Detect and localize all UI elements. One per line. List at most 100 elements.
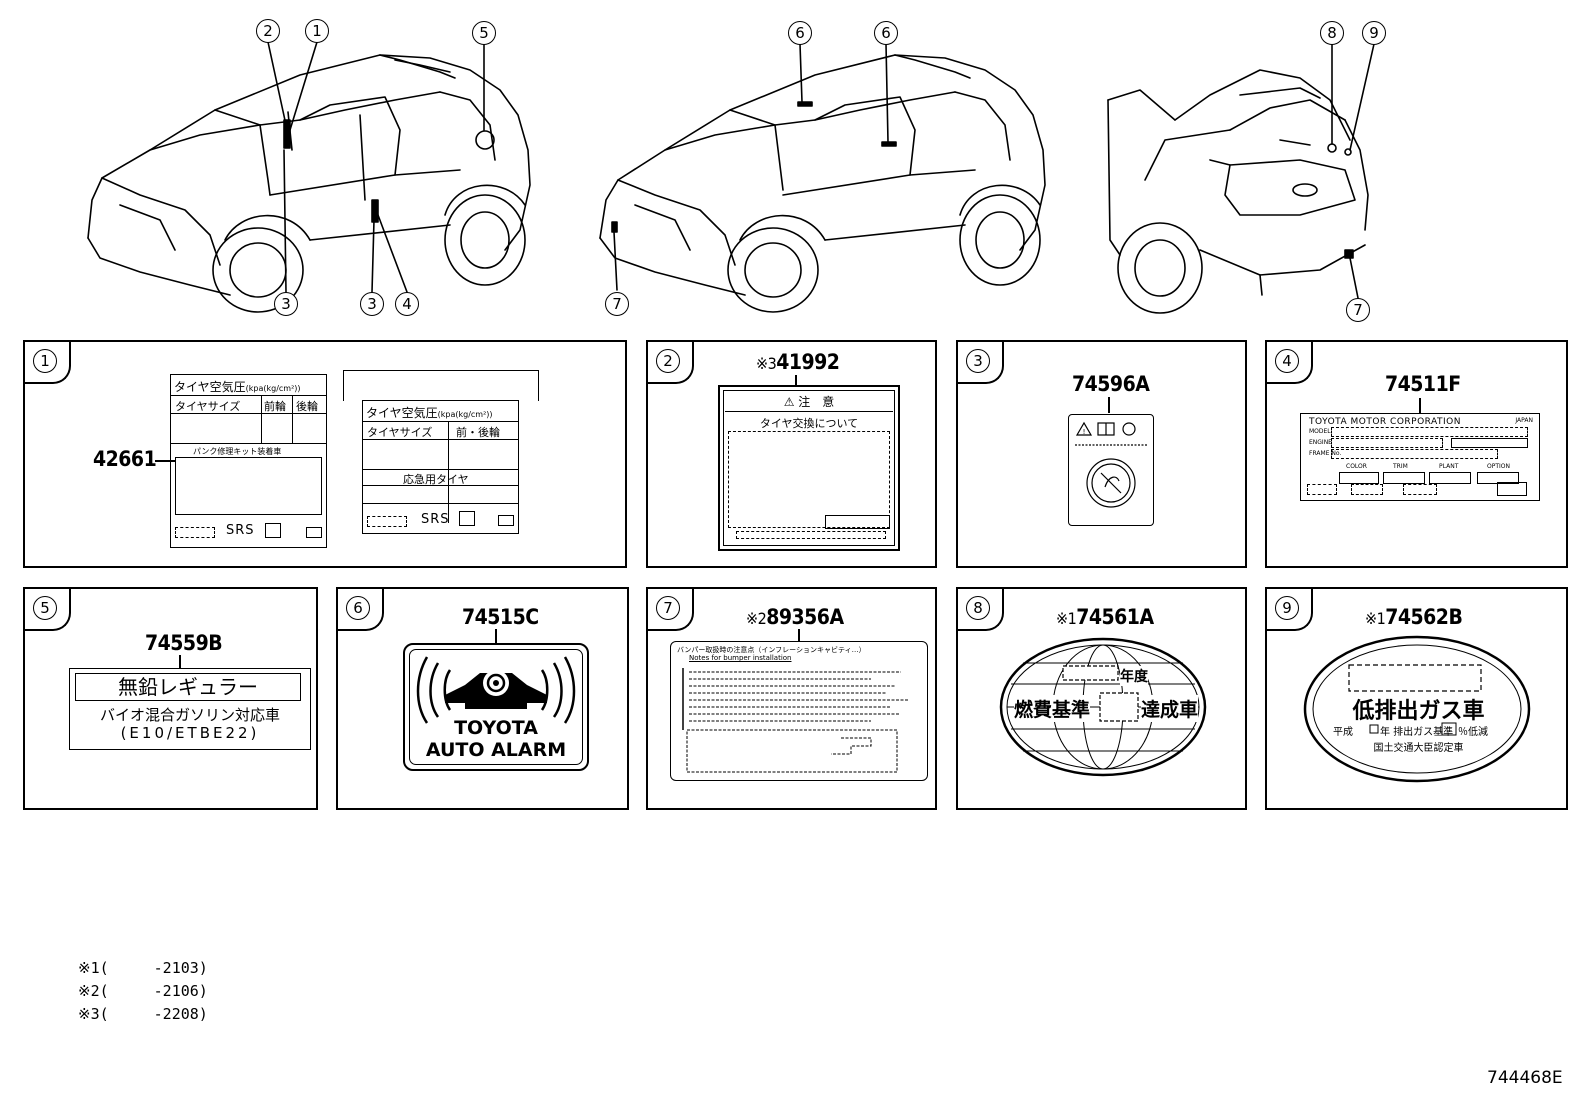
panel-9: 9 ※174562B 低排出ガス車 平成 年 排出ガス基準 ％低減 国土交通大臣… xyxy=(1265,587,1568,810)
leader-line xyxy=(1419,398,1421,413)
leader-line xyxy=(179,655,181,668)
panel-7: 7 ※289356A バンパー取扱時の注意点（インフレーションキャビティ…） N… xyxy=(646,587,937,810)
panel-number: 9 xyxy=(1275,596,1299,620)
panel-tab: 9 xyxy=(1267,589,1313,631)
bio-fuel-text: バイオ混合ガソリン対応車 xyxy=(99,706,280,724)
panel-number: 2 xyxy=(656,349,680,373)
leader-line xyxy=(798,629,800,641)
alarm-icon xyxy=(416,656,576,724)
seal-left-text: 燃費基準 xyxy=(1014,695,1091,722)
panel-number: 3 xyxy=(966,349,990,373)
part-number: 74596A xyxy=(1072,372,1150,396)
car-front-leaders xyxy=(267,41,485,293)
col-tire-size: タイヤサイズ xyxy=(175,400,241,413)
field-engine: ENGINE xyxy=(1309,439,1332,446)
panel-tab: 4 xyxy=(1267,342,1313,384)
vin-plate-label: TOYOTA MOTOR CORPORATION JAPAN MODEL ENG… xyxy=(1300,413,1540,501)
alarm-label: TOYOTA AUTO ALARM xyxy=(403,643,589,771)
caution-head: ⚠ 注 意 xyxy=(783,395,835,409)
panel-1: 1 42661 タイヤ空気圧(kpa(kg/cm²)) タイヤサイズ 前輪 後輪… xyxy=(23,340,627,568)
callout-circle: 5 xyxy=(472,21,496,45)
callout-circle: 2 xyxy=(256,19,280,43)
panel-tab: 7 xyxy=(648,589,694,631)
callout-circle: 7 xyxy=(1346,298,1370,322)
leader-line xyxy=(1108,397,1110,413)
car-side-view xyxy=(599,54,1046,313)
footnote-1: ※1( -2103) xyxy=(78,959,208,977)
panel-8: 8 ※174561A 年度 燃費基準 達成車 xyxy=(956,587,1247,810)
panel-4: 4 74511F TOYOTA MOTOR CORPORATION JAPAN … xyxy=(1265,340,1568,568)
label-title: タイヤ空気圧(kpa(kg/cm²)) xyxy=(366,406,493,420)
variant-bracket xyxy=(343,370,539,401)
leader-line xyxy=(495,629,497,643)
part-number: ※289356A xyxy=(746,605,844,629)
footnote-3: ※3( -2208) xyxy=(78,1005,208,1023)
callout-circle: 3 xyxy=(274,292,298,316)
car-rear-view xyxy=(1107,69,1369,314)
leader-line xyxy=(795,375,797,385)
panel-2: 2 ※341992 ⚠ 注 意 タイヤ交換について xyxy=(646,340,937,568)
part-number: ※174561A xyxy=(1056,605,1154,629)
seal-year-text: 年度 xyxy=(1120,666,1148,686)
col-tire-size: タイヤサイズ xyxy=(367,426,433,439)
emission-sub4-text: 国土交通大臣認定車 xyxy=(1373,743,1464,754)
label-note: パンク修理キット装着車 xyxy=(193,447,282,456)
panel-6: 6 74515C TOYOTA AUTO ALARM xyxy=(336,587,629,810)
car-side-leaders xyxy=(613,43,889,291)
fuel-label: 無鉛レギュラー バイオ混合ガソリン対応車 (E10/ETBE22) xyxy=(69,668,311,750)
fuel-economy-seal xyxy=(999,637,1207,777)
code-option: OPTION xyxy=(1487,463,1510,470)
panel-5: 5 74559B 無鉛レギュラー バイオ混合ガソリン対応車 (E10/ETBE2… xyxy=(23,587,318,810)
emission-sub1-text: 平成 xyxy=(1333,727,1353,738)
overview-drawing xyxy=(87,41,1375,314)
bumper-notice-label: バンパー取扱時の注意点（インフレーションキャビティ…） Notes for bu… xyxy=(670,641,928,781)
leader-line xyxy=(155,460,175,462)
srs-text: SRS xyxy=(421,512,450,527)
svg-text:!: ! xyxy=(1083,428,1086,436)
tire-pressure-label-b: タイヤ空気圧(kpa(kg/cm²)) タイヤサイズ 前・後輪 応急用タイヤ S… xyxy=(362,400,519,534)
callout-circle: 6 xyxy=(874,21,898,45)
ethanol-spec-text: (E10/ETBE22) xyxy=(120,724,260,742)
low-emission-seal xyxy=(1303,635,1531,783)
emission-sub3-text: ％低減 xyxy=(1458,727,1488,738)
alarm-brand-text: TOYOTA xyxy=(454,717,538,739)
callout-circle: 6 xyxy=(788,21,812,45)
panel-number: 8 xyxy=(966,596,990,620)
alarm-name-text: AUTO ALARM xyxy=(425,739,567,761)
field-model: MODEL xyxy=(1309,428,1331,435)
panel-tab: 8 xyxy=(958,589,1004,631)
panel-tab: 2 xyxy=(648,342,694,384)
spare-tire-text: 応急用タイヤ xyxy=(403,473,469,486)
caution-label: ⚠ 注 意 タイヤ交換について xyxy=(718,385,900,551)
notice-en-text: Notes for bumper installation xyxy=(689,654,792,662)
panel-number: 7 xyxy=(656,596,680,620)
tire-pressure-label-a: タイヤ空気圧(kpa(kg/cm²)) タイヤサイズ 前輪 後輪 パンク修理キッ… xyxy=(170,374,327,548)
panel-3: 3 74596A ! xyxy=(956,340,1247,568)
code-plant: PLANT xyxy=(1439,463,1459,470)
panel-tab: 1 xyxy=(25,342,71,384)
callout-circle: 4 xyxy=(395,292,419,316)
caution-sub: タイヤ交換について xyxy=(759,417,859,430)
panel-number: 5 xyxy=(33,596,57,620)
callout-circle: 1 xyxy=(305,19,329,43)
car-front-view xyxy=(87,54,531,313)
footnote-2: ※2( -2106) xyxy=(78,982,208,1000)
field-frame: FRAME No. xyxy=(1309,450,1342,457)
seal-right-text: 達成車 xyxy=(1141,695,1199,722)
code-trim: TRIM xyxy=(1393,463,1408,470)
fuel-type-text: 無鉛レギュラー xyxy=(75,673,301,701)
panel-tab: 3 xyxy=(958,342,1004,384)
panel-number: 4 xyxy=(1275,349,1299,373)
emission-sub2-text: 年 排出ガス基準 xyxy=(1380,727,1454,738)
part-number: 74511F xyxy=(1385,372,1461,396)
callout-circle: 8 xyxy=(1320,21,1344,45)
panel-tab: 6 xyxy=(338,589,384,631)
part-number: ※341992 xyxy=(756,350,840,374)
panel-number: 6 xyxy=(346,596,370,620)
col-front-rear: 前・後輪 xyxy=(456,426,500,439)
car-rear-leaders xyxy=(1331,43,1375,299)
maker-text: TOYOTA MOTOR CORPORATION xyxy=(1309,417,1461,427)
part-number: 42661 xyxy=(93,447,157,471)
figure-id: 744468E xyxy=(1487,1068,1563,1088)
srs-text: SRS xyxy=(226,523,255,538)
